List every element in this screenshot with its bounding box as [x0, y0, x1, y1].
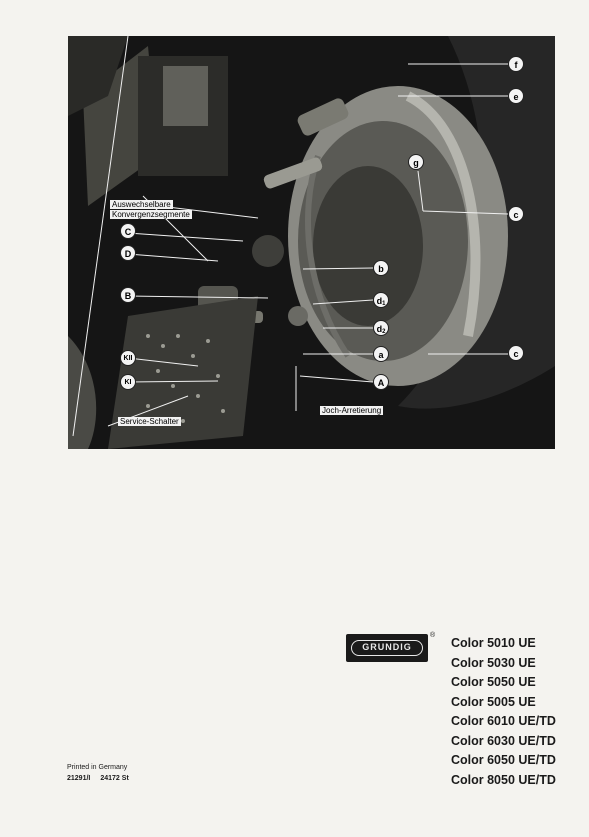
model-item: Color 5050 UE	[451, 675, 536, 689]
model-list: Color 5010 UE Color 5030 UE Color 5050 U…	[451, 634, 556, 790]
marker-b: b	[373, 260, 389, 276]
marker-d2: d2	[373, 320, 389, 336]
label-service-schalter: Service-Schalter	[118, 417, 181, 426]
marker-e: e	[508, 88, 524, 104]
grundig-logo-text: GRUNDIG	[351, 640, 423, 656]
chassis-illustration	[68, 36, 555, 449]
imprint: Printed in Germany 21291/I 24172 St	[67, 762, 139, 784]
marker-A: A	[373, 374, 389, 390]
marker-c-lower: c	[508, 345, 524, 361]
marker-c-upper: c	[508, 206, 524, 222]
model-item: Color 6050 UE/TD	[451, 753, 556, 767]
model-item: Color 8050 UE/TD	[451, 772, 556, 787]
imprint-codes: 21291/I 24172 St	[67, 773, 139, 784]
marker-d1-letter: d	[376, 296, 383, 306]
marker-d1-subscript: 1	[382, 301, 386, 307]
label-konvergenzsegmente: Konvergenzsegmente	[110, 210, 192, 219]
marker-g: g	[408, 154, 424, 170]
marker-KI: KI	[120, 374, 136, 390]
marker-d2-letter: d	[376, 324, 383, 334]
model-item: Color 5005 UE	[451, 694, 536, 709]
grundig-logo: GRUNDIG	[346, 634, 428, 662]
label-joch-arretierung: Joch-Arretierung	[320, 406, 384, 415]
imprint-code-2: 24172 St	[100, 775, 129, 782]
marker-KII: KII	[120, 350, 136, 366]
marker-C: C	[120, 223, 136, 239]
model-item: Color 5030 UE	[451, 655, 536, 670]
marker-B: B	[120, 287, 136, 303]
model-item: Color 6030 UE/TD	[451, 733, 556, 748]
label-auswechselbare: Auswechselbare	[110, 200, 173, 209]
chassis-photo: Auswechselbare Konvergenzsegmente Joch-A…	[68, 36, 555, 449]
model-item: Color 6010 UE/TD	[451, 714, 556, 728]
printed-in: Printed in Germany	[67, 764, 128, 771]
model-item: Color 5010 UE	[451, 636, 536, 650]
marker-d1: d1	[373, 292, 389, 308]
marker-f: f	[508, 56, 524, 72]
marker-a: a	[373, 346, 389, 362]
marker-d2-subscript: 2	[382, 329, 386, 335]
marker-D: D	[120, 245, 136, 261]
registered-mark: ®	[430, 632, 436, 639]
imprint-code-1: 21291/I	[67, 775, 91, 782]
